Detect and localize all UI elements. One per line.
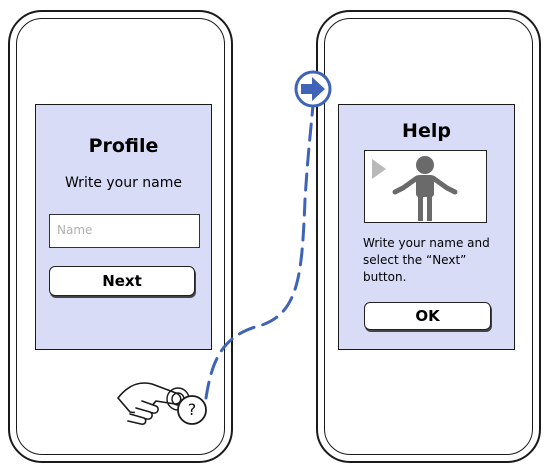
person-shrug-icon (392, 156, 458, 221)
profile-screen: Profile Write your name Name Next (35, 104, 212, 350)
help-text-line: Write your name and (363, 236, 490, 250)
page-title: Profile (88, 135, 159, 157)
help-video[interactable] (364, 150, 487, 223)
play-icon[interactable] (372, 159, 386, 179)
help-text-line: button. (363, 270, 407, 284)
instruction-text: Write your name (64, 175, 183, 191)
phone-bezel-right (324, 18, 533, 455)
help-text-line: select the “Next” (363, 253, 467, 267)
ok-button[interactable]: OK (364, 302, 491, 330)
name-input[interactable]: Name (49, 214, 200, 248)
help-screen: Help Write your name and select the “Nex… (338, 104, 515, 350)
page-title: Help (402, 120, 451, 142)
help-button-glyph: ? (187, 400, 197, 419)
help-text: Write your name and select the “Next” bu… (363, 235, 490, 286)
next-button[interactable]: Next (49, 266, 195, 296)
